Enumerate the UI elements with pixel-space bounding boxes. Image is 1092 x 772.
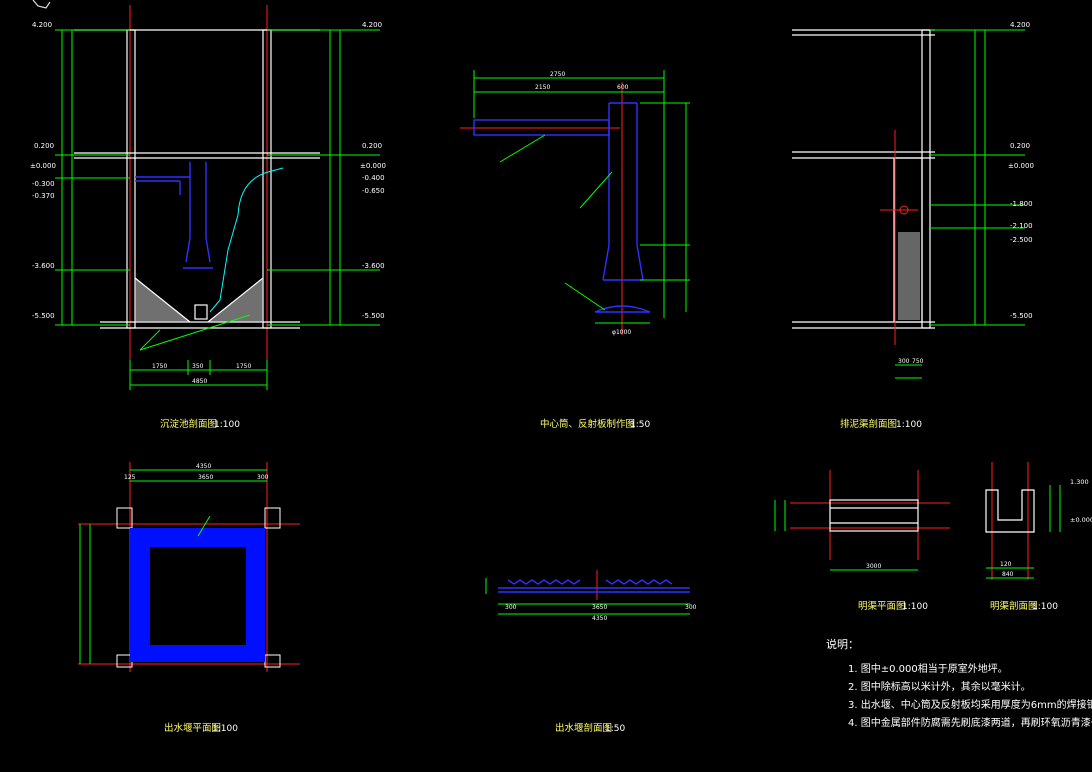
drawing-title: 出水堰剖面图 (555, 722, 612, 734)
hand-cursor-icon (32, 0, 51, 9)
elev-label: 4.200 (362, 21, 382, 29)
sedimentation-tank-section (55, 5, 380, 390)
drawing-scale: 1:100 (212, 724, 238, 734)
elev-label: -0.650 (362, 187, 385, 195)
dim-label: 1750 (236, 363, 251, 370)
drawing-title: 中心筒、反射板制作图 (540, 418, 635, 430)
dim-label: 125 (124, 474, 136, 481)
drawing-title: 排泥渠剖面图 (840, 418, 897, 430)
drawing-scale: 1:50 (605, 724, 625, 734)
sludge-channel-section (792, 29, 1025, 379)
weir-plan (78, 462, 300, 672)
weir-section (485, 570, 690, 615)
center-tube-drawing (460, 70, 690, 335)
elev-label: ±0.000 (30, 162, 56, 170)
dim-label: 3650 (198, 474, 213, 481)
dim-label: 4850 (192, 378, 207, 385)
dim-label: 1750 (152, 363, 167, 370)
elev-label: -3.600 (362, 262, 385, 270)
dim-label: φ1000 (612, 329, 631, 336)
elev-label: ±0.000 (1008, 162, 1034, 170)
dim-label: 350 (192, 363, 204, 370)
elev-label: -1.800 (1010, 200, 1033, 208)
elev-label: -5.500 (1010, 312, 1033, 320)
note-item: 2. 图中除标高以米计外，其余以毫米计。 (848, 682, 1031, 693)
notes-heading: 说明： (826, 638, 859, 651)
open-channel-section (985, 462, 1061, 580)
elev-label: -0.300 (32, 180, 55, 188)
elev-label: -5.500 (362, 312, 385, 320)
dim-label: 2150 (535, 84, 550, 91)
dim-label: 4350 (196, 463, 211, 470)
elev-label: ±0.000 (1070, 516, 1092, 524)
dim-label: 3000 (866, 563, 881, 570)
elev-label: -2.100 (1010, 222, 1033, 230)
note-item: 4. 图中金属部件防腐需先刷底漆两道，再刷环氧沥青漆一道 (848, 718, 1092, 729)
drawing-title: 出水堰平面图 (164, 722, 221, 734)
elev-label: 0.200 (1010, 142, 1030, 150)
drawing-title: 明渠剖面图 (990, 600, 1038, 612)
dim-label: 300 (505, 604, 517, 611)
elev-label: 4.200 (1010, 21, 1030, 29)
drawing-scale: 1:100 (902, 602, 928, 612)
dim-label: 300 (685, 604, 697, 611)
dim-label: 3650 (592, 604, 607, 611)
dim-label: 300 (898, 358, 910, 365)
dim-label: 840 (1002, 571, 1014, 578)
drawing-title: 明渠平面图 (858, 600, 906, 612)
elev-label: 0.200 (34, 142, 54, 150)
elev-label: 0.200 (362, 142, 382, 150)
dim-label: 4350 (592, 615, 607, 622)
elev-label: ±0.000 (360, 162, 386, 170)
dim-label: 600 (617, 84, 629, 91)
elev-label: -0.400 (362, 174, 385, 182)
drawing-title: 沉淀池剖面图 (160, 418, 217, 430)
dim-label: 300 (257, 474, 269, 481)
dim-label: 120 (1000, 561, 1012, 568)
open-channel-plan (774, 470, 950, 571)
note-item: 1. 图中±0.000相当于原室外地坪。 (848, 664, 1008, 675)
drawing-scale: 1:100 (896, 420, 922, 430)
drawing-scale: 1:50 (630, 420, 650, 430)
elev-label: 4.200 (32, 21, 52, 29)
elev-label: -2.500 (1010, 236, 1033, 244)
elev-label: -3.600 (32, 262, 55, 270)
dim-label: 2750 (550, 71, 565, 78)
elev-label: -5.500 (32, 312, 55, 320)
elev-label: -0.370 (32, 192, 55, 200)
drawing-scale: 1:100 (1032, 602, 1058, 612)
dim-label: 750 (912, 358, 924, 365)
note-item: 3. 出水堰、中心筒及反射板均采用厚度为6mm的焊接钢板 (848, 700, 1092, 711)
elev-label: 1.300 (1070, 478, 1089, 486)
drawing-scale: 1:100 (214, 420, 240, 430)
